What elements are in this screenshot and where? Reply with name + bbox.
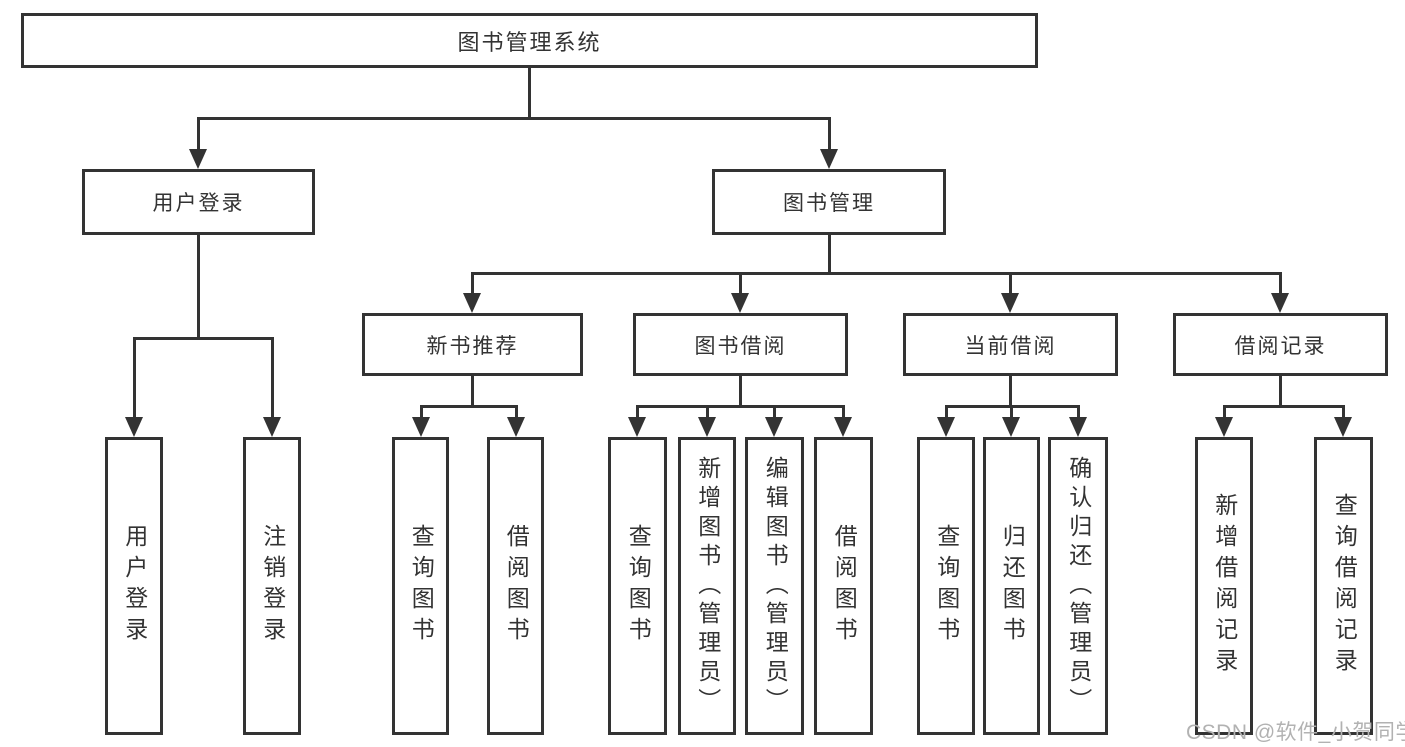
node-new-book-recommend: 新书推荐 xyxy=(362,313,583,376)
connector-level2-rail xyxy=(197,117,831,120)
leaf-label: 借阅图书 xyxy=(831,524,858,648)
leaf-label: 注销登录 xyxy=(259,524,286,648)
connector-leaf-stem xyxy=(1223,405,1226,420)
arrow-down-icon xyxy=(1001,293,1019,313)
leaf-logout: 注销登录 xyxy=(243,437,301,735)
leaf-user-login: 用户登录 xyxy=(105,437,163,735)
leaf-label: 借阅图书 xyxy=(503,524,530,648)
node-book-management: 图书管理 xyxy=(712,169,946,235)
leaf-label: 新增借阅记录 xyxy=(1211,493,1238,679)
arrow-down-icon xyxy=(628,417,646,437)
leaf-label: 新增图书（管理员） xyxy=(694,455,721,717)
arrow-down-icon xyxy=(731,293,749,313)
arrow-down-icon xyxy=(463,293,481,313)
leaf-query-books: 查询图书 xyxy=(917,437,975,735)
connector-level3-stem xyxy=(1009,272,1012,296)
leaf-return-books: 归还图书 xyxy=(983,437,1040,735)
connector-leaf-stem xyxy=(773,405,776,420)
connector-group-down xyxy=(1009,376,1012,405)
connector-book-mgmt-stem xyxy=(828,117,831,153)
leaf-label: 编辑图书（管理员） xyxy=(762,455,789,717)
connector-book-mgmt-down xyxy=(828,234,831,272)
connector-group-down xyxy=(739,376,742,405)
connector-leaf-rail xyxy=(636,405,845,408)
connector-leaf-stem xyxy=(420,405,423,420)
arrow-down-icon xyxy=(507,417,525,437)
arrow-down-icon xyxy=(765,417,783,437)
connector-leaf-rail xyxy=(1223,405,1345,408)
leaf-query-books: 查询图书 xyxy=(608,437,667,735)
connector-leaf-rail xyxy=(420,405,517,408)
arrow-down-icon xyxy=(698,417,716,437)
arrow-down-icon xyxy=(1069,417,1087,437)
arrow-down-icon xyxy=(1002,417,1020,437)
node-book-borrowing: 图书借阅 xyxy=(633,313,848,376)
leaf-label: 查询图书 xyxy=(933,524,960,648)
connector-root-stem xyxy=(528,68,531,117)
arrow-down-icon xyxy=(125,417,143,437)
leaf-borrow-books: 借阅图书 xyxy=(487,437,544,735)
csdn-watermark: CSDN @软件_小贺同学 xyxy=(1186,721,1405,744)
connector-leaf-stem xyxy=(636,405,639,420)
connector-user-login-stem xyxy=(197,117,200,153)
leaf-edit-books-admin: 编辑图书（管理员） xyxy=(745,437,804,735)
node-library-management-system: 图书管理系统 xyxy=(21,13,1038,68)
leaf-borrow-books: 借阅图书 xyxy=(814,437,873,735)
node-borrowing-records: 借阅记录 xyxy=(1173,313,1388,376)
leaf-label: 查询借阅记录 xyxy=(1331,493,1358,679)
connector-leaf-stem xyxy=(515,405,518,420)
connector-user-login-down xyxy=(197,234,200,337)
node-current-borrowing: 当前借阅 xyxy=(903,313,1118,376)
leaf-label: 归还图书 xyxy=(999,524,1026,648)
arrow-down-icon xyxy=(263,417,281,437)
connector-leaf-stem xyxy=(271,337,274,420)
connector-level3-stem xyxy=(1279,272,1282,296)
connector-level3-stem xyxy=(739,272,742,296)
connector-leaf-stem xyxy=(1077,405,1080,420)
leaf-query-borrow-record: 查询借阅记录 xyxy=(1314,437,1373,735)
connector-leaf-stem xyxy=(706,405,709,420)
connector-level3-rail xyxy=(471,272,1282,275)
connector-leaf-stem xyxy=(133,337,136,420)
arrow-down-icon xyxy=(834,417,852,437)
arrow-down-icon xyxy=(412,417,430,437)
connector-leaf-stem xyxy=(842,405,845,420)
arrow-down-icon xyxy=(1215,417,1233,437)
connector-leaf-stem xyxy=(945,405,948,420)
leaf-confirm-return-admin: 确认归还（管理员） xyxy=(1048,437,1108,735)
arrow-down-icon xyxy=(1271,293,1289,313)
leaf-label: 确认归还（管理员） xyxy=(1065,455,1092,717)
arrow-down-icon xyxy=(820,149,838,169)
connector-login-rail xyxy=(133,337,274,340)
leaf-query-books: 查询图书 xyxy=(392,437,449,735)
leaf-label: 用户登录 xyxy=(121,524,148,648)
connector-group-down xyxy=(471,376,474,405)
arrow-down-icon xyxy=(1334,417,1352,437)
connector-leaf-stem xyxy=(1010,405,1013,420)
leaf-label: 查询图书 xyxy=(625,524,652,648)
leaf-add-borrow-record: 新增借阅记录 xyxy=(1195,437,1253,735)
connector-leaf-stem xyxy=(1342,405,1345,420)
node-user-login: 用户登录 xyxy=(82,169,315,235)
connector-level3-stem xyxy=(471,272,474,296)
connector-group-down xyxy=(1279,376,1282,405)
leaf-label: 查询图书 xyxy=(408,524,435,648)
leaf-add-books-admin: 新增图书（管理员） xyxy=(678,437,736,735)
arrow-down-icon xyxy=(937,417,955,437)
arrow-down-icon xyxy=(189,149,207,169)
